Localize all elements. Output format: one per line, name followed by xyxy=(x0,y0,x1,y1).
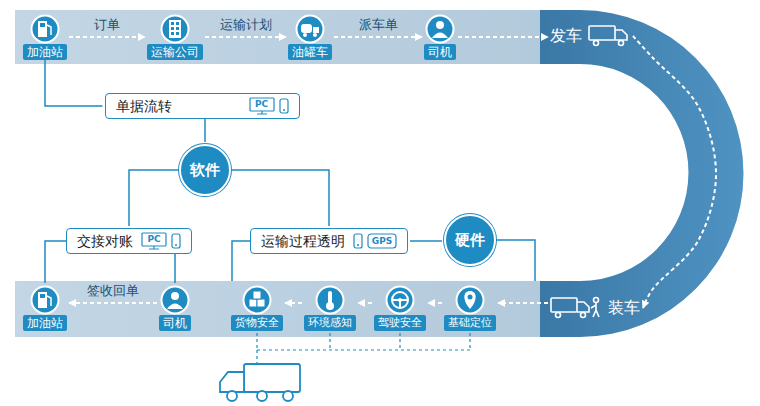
delivery-truck xyxy=(220,364,300,401)
hub-circle: 硬件 xyxy=(444,214,496,266)
phone-icon xyxy=(353,233,363,249)
flow-arrow xyxy=(358,302,372,304)
icon-caption: 司机 xyxy=(424,44,456,60)
box-text: 运输过程透明 xyxy=(261,232,345,250)
band-text: 发车 xyxy=(550,25,582,47)
icon-caption: 运输公司 xyxy=(147,44,203,60)
sensor-lead xyxy=(256,350,257,363)
icon-group: PC xyxy=(249,97,289,115)
flow-arrow xyxy=(633,36,716,308)
icon-node: 司机 xyxy=(159,285,191,331)
bottom-band xyxy=(15,281,545,337)
icon-symbol xyxy=(385,285,415,315)
sensor-lead xyxy=(399,333,400,350)
bracket-line xyxy=(232,241,250,281)
circle-text: 硬件 xyxy=(455,231,485,250)
connector-line xyxy=(410,240,442,242)
icon-caption: 货物安全 xyxy=(231,315,283,331)
flow-arrow xyxy=(498,302,548,304)
sensor-lead xyxy=(256,333,257,350)
icon-node: 运输公司 xyxy=(147,14,203,60)
edge-label: 签收回单 xyxy=(87,283,139,298)
flow-arrow xyxy=(285,302,302,304)
icon-symbol xyxy=(425,14,455,44)
stage-label: 发车 xyxy=(550,22,630,50)
gps-icon: GPS xyxy=(367,233,397,249)
connector-line xyxy=(231,170,329,226)
process-box: 单据流转 PC xyxy=(105,93,300,119)
leader-lines xyxy=(232,240,535,363)
sensor-lead xyxy=(469,333,470,350)
box-text: 单据流转 xyxy=(116,97,172,115)
process-box: 交接对账 PC xyxy=(66,228,192,254)
icon-symbol xyxy=(30,285,60,315)
truck-symbol xyxy=(550,296,602,320)
pc-icon: PC xyxy=(141,232,167,250)
icon-caption: 加油站 xyxy=(23,44,67,60)
icon-symbol xyxy=(160,285,190,315)
flow-arrow xyxy=(458,36,548,38)
connector-line xyxy=(129,170,179,226)
edge-label: 派车单 xyxy=(359,17,398,32)
icon-label: PC xyxy=(249,97,275,112)
bracket-line xyxy=(496,240,535,281)
connector-line xyxy=(174,254,176,283)
band-text: 装车 xyxy=(608,297,640,319)
icon-symbol xyxy=(242,285,272,315)
icon-symbol xyxy=(295,14,325,44)
icon-label: GPS xyxy=(367,233,397,249)
flow-arrow xyxy=(334,36,422,38)
icon-symbol xyxy=(315,285,345,315)
icon-symbol xyxy=(30,14,60,44)
icon-caption: 加油站 xyxy=(23,315,67,331)
stage-label: 装车 xyxy=(550,294,640,322)
truck-symbol xyxy=(588,24,630,48)
connector-line xyxy=(204,119,206,142)
box-text: 交接对账 xyxy=(77,232,133,250)
icon-node: 加油站 xyxy=(23,14,67,60)
flow-arrow xyxy=(205,36,286,38)
icon-node: 油罐车 xyxy=(288,14,332,60)
u-turn-band xyxy=(540,10,744,337)
edge-label: 运输计划 xyxy=(220,17,272,32)
circle-text: 软件 xyxy=(190,161,220,180)
sensor-lead xyxy=(257,349,470,350)
connector-line xyxy=(45,60,103,106)
icon-node: 基础定位 xyxy=(444,285,496,331)
icon-caption: 基础定位 xyxy=(444,315,496,331)
pc-icon: PC xyxy=(249,97,275,115)
flow-arrow xyxy=(428,302,442,304)
icon-symbol xyxy=(455,285,485,315)
flow-arrow xyxy=(69,36,145,38)
flow-arrow xyxy=(69,302,157,304)
phone-icon xyxy=(171,233,181,249)
icon-node: 驾驶安全 xyxy=(374,285,426,331)
icon-label: PC xyxy=(141,232,167,247)
icon-caption: 油罐车 xyxy=(288,44,332,60)
icon-caption: 驾驶安全 xyxy=(374,315,426,331)
sensor-lead xyxy=(329,333,330,350)
icon-group: PC xyxy=(141,232,181,250)
icon-caption: 司机 xyxy=(159,315,191,331)
edge-label: 订单 xyxy=(94,17,120,32)
icon-node: 环境感知 xyxy=(304,285,356,331)
icon-caption: 环境感知 xyxy=(304,315,356,331)
icon-symbol xyxy=(160,14,190,44)
connector-line xyxy=(45,241,66,283)
icon-node: 加油站 xyxy=(23,285,67,331)
icon-node: 货物安全 xyxy=(231,285,283,331)
icon-node: 司机 xyxy=(424,14,456,60)
icon-group: GPS xyxy=(353,233,397,249)
hub-circle: 软件 xyxy=(179,144,231,196)
process-box: 运输过程透明 GPS xyxy=(250,228,408,254)
phone-icon xyxy=(279,98,289,114)
